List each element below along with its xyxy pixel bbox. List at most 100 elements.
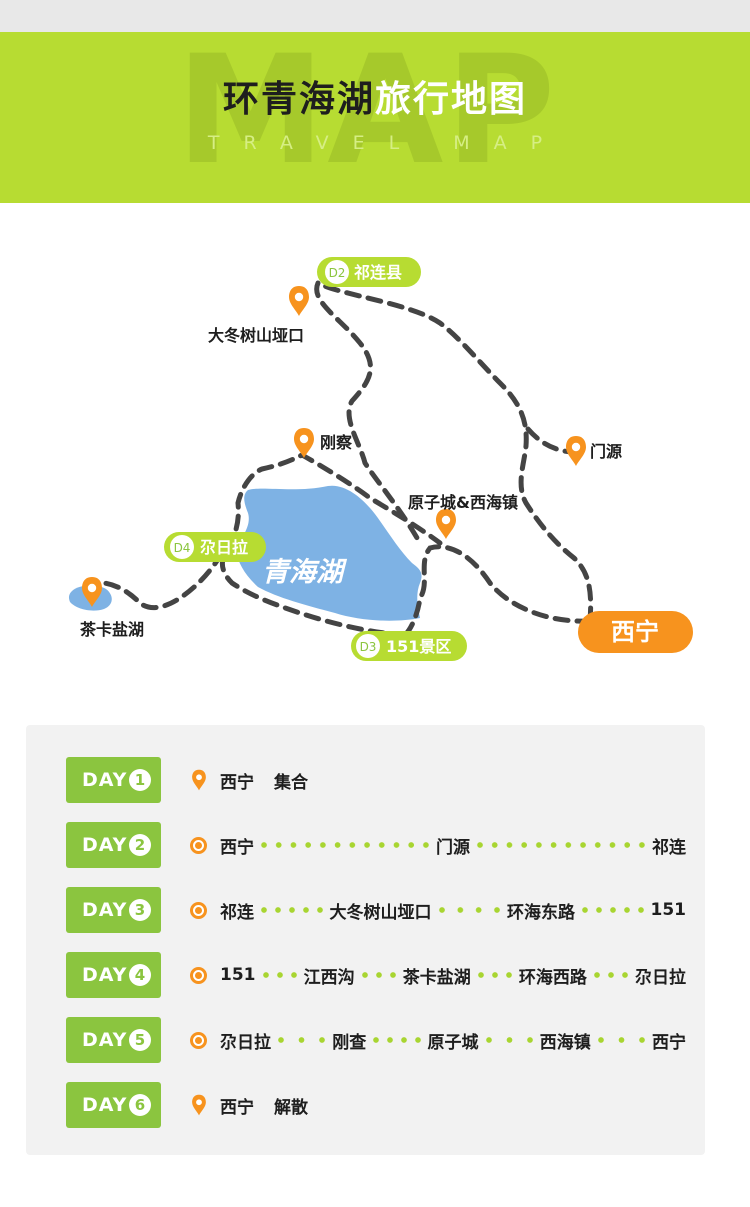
stop: 西宁 — [220, 837, 254, 858]
map-pin-icon — [192, 1094, 206, 1116]
day-row-6: DAY 6 西宁 解散 — [66, 1082, 686, 1128]
day-badge-number: 5 — [129, 1029, 151, 1051]
day-badge-number: 2 — [129, 834, 151, 856]
title-part-light: 旅行地图 — [375, 79, 528, 120]
day-stops: 尕日拉 刚查 原子城 西海镇 西宁 — [220, 1017, 686, 1063]
dotted-connector — [589, 972, 632, 978]
stop: 刚查 — [332, 1032, 367, 1053]
page-subtitle: TRAVEL MAP — [207, 132, 567, 154]
stop: 151 — [220, 965, 256, 985]
day-badge-label: DAY — [82, 899, 128, 921]
dotted-connector — [481, 1037, 537, 1043]
stop: 原子城 — [427, 1032, 479, 1053]
stop: 环海东路 — [507, 902, 575, 923]
day-badge-label: DAY — [82, 1094, 128, 1116]
dotted-connector — [257, 907, 327, 913]
page-title: 环青海湖旅行地图 — [0, 80, 750, 120]
dotted-connector — [473, 972, 516, 978]
pin-menyuan — [566, 436, 586, 466]
day-badge-label: DAY — [82, 964, 128, 986]
dotted-connector — [357, 972, 400, 978]
top-strip — [0, 0, 750, 32]
tag-d2-name: 祁连县 — [354, 263, 402, 282]
dotted-connector — [473, 842, 649, 848]
stop: 集合 — [274, 772, 308, 793]
background-word: MAP — [176, 32, 558, 198]
day-row-1: DAY 1 西宁 集合 — [66, 757, 686, 803]
label-gangcha: 刚察 — [320, 433, 353, 452]
stop: 尕日拉 — [635, 967, 686, 988]
pin-gangcha — [294, 428, 314, 458]
dotted-connector — [434, 907, 504, 913]
start-label: 西宁 — [611, 618, 659, 646]
dotted-connector — [258, 972, 301, 978]
stop: 解散 — [274, 1097, 308, 1118]
day-row-2: DAY 2 西宁 门源 祁连 — [66, 822, 686, 868]
day-badge: DAY 2 — [66, 822, 161, 868]
itinerary-panel: DAY 1 西宁 集合 DAY 2 西宁 门源 祁连 DAY 3 祁 — [26, 725, 705, 1155]
tag-d2: D2 祁连县 — [317, 257, 421, 287]
day-stops: 祁连 大冬树山垭口 环海东路 151 — [220, 887, 686, 933]
day-stops: 西宁 门源 祁连 — [220, 822, 686, 868]
day-stops: 西宁 解散 — [220, 1082, 686, 1128]
day-row-5: DAY 5 尕日拉 刚查 原子城 西海镇 西宁 — [66, 1017, 686, 1063]
pin-yuanzicheng — [436, 509, 456, 539]
label-menyuan: 门源 — [590, 442, 622, 461]
stop: 江西沟 — [303, 967, 355, 988]
stop: 西宁 — [652, 1032, 686, 1053]
stop: 西宁 — [220, 1097, 254, 1118]
target-icon — [190, 1032, 207, 1049]
header-banner: MAP 环青海湖旅行地图 TRAVEL MAP — [0, 32, 750, 203]
pin-dadongshu — [289, 286, 309, 316]
stop: 西宁 — [220, 772, 254, 793]
label-chaka: 茶卡盐湖 — [79, 620, 144, 639]
day-stops: 151 江西沟 茶卡盐湖 环海西路 尕日拉 — [220, 952, 686, 998]
day-badge-number: 4 — [129, 964, 151, 986]
stop: 西海镇 — [539, 1032, 591, 1053]
day-stops: 西宁 集合 — [220, 757, 686, 803]
dotted-connector — [578, 907, 648, 913]
day-row-4: DAY 4 151 江西沟 茶卡盐湖 环海西路 尕日拉 — [66, 952, 686, 998]
day-row-3: DAY 3 祁连 大冬树山垭口 环海东路 151 — [66, 887, 686, 933]
label-yuanzicheng: 原子城&西海镇 — [408, 493, 518, 512]
day-badge-label: DAY — [82, 769, 128, 791]
stop: 祁连 — [220, 902, 254, 923]
stop: 尕日拉 — [220, 1032, 271, 1053]
day-badge-number: 1 — [129, 769, 151, 791]
stop: 151 — [650, 900, 687, 920]
stop: 门源 — [436, 837, 470, 858]
route-lines — [101, 280, 594, 638]
day-badge-number: 3 — [129, 899, 151, 921]
map-pin-icon — [192, 769, 206, 791]
target-icon — [190, 902, 207, 919]
dotted-connector — [369, 1037, 425, 1043]
tag-d4-name: 尕日拉 — [200, 538, 248, 557]
day-badge: DAY 4 — [66, 952, 161, 998]
day-badge: DAY 5 — [66, 1017, 161, 1063]
map-canvas: 大冬树山垭口 刚察 门源 原子城&西海镇 茶卡盐湖 青海湖 D2 祁连县 D4 … — [68, 257, 693, 661]
start-tag: 西宁 — [578, 611, 693, 653]
stop: 环海西路 — [518, 967, 587, 988]
day-badge: DAY 1 — [66, 757, 161, 803]
day-badge-label: DAY — [82, 834, 128, 856]
target-icon — [190, 967, 207, 984]
title-part-dark: 环青海湖 — [222, 79, 375, 120]
qinghai-lake — [236, 485, 422, 621]
route-map: 大冬树山垭口 刚察 门源 原子城&西海镇 茶卡盐湖 青海湖 D2 祁连县 D4 … — [0, 203, 750, 703]
tag-d3-code: D3 — [360, 640, 377, 654]
dotted-connector — [274, 1037, 330, 1043]
day-badge: DAY 6 — [66, 1082, 161, 1128]
tag-d2-code: D2 — [329, 266, 346, 280]
stop: 祁连 — [652, 837, 686, 858]
dotted-connector — [257, 842, 433, 848]
day-badge-label: DAY — [82, 1029, 128, 1051]
target-icon — [190, 837, 207, 854]
lake-label: 青海湖 — [262, 557, 348, 588]
tag-d3-name: 151景区 — [386, 637, 451, 656]
day-badge-number: 6 — [129, 1094, 151, 1116]
tag-d4-code: D4 — [174, 541, 191, 555]
stop: 大冬树山垭口 — [329, 902, 432, 923]
stop: 茶卡盐湖 — [402, 967, 471, 988]
label-dadongshu: 大冬树山垭口 — [208, 326, 304, 345]
day-badge: DAY 3 — [66, 887, 161, 933]
